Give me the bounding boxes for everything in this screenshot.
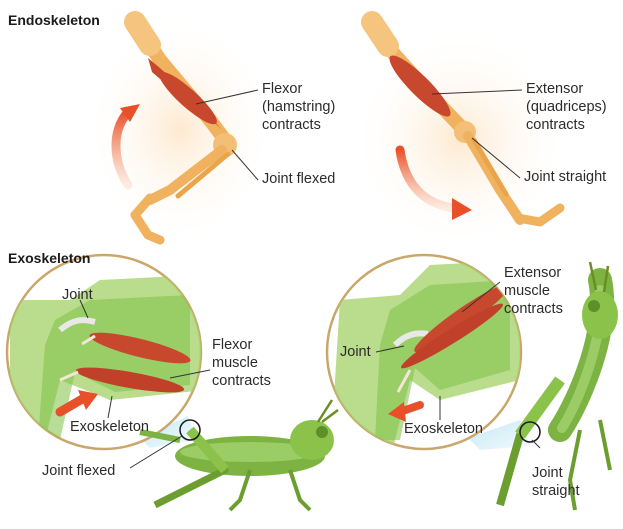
exo-joint-label-left: Joint	[62, 286, 93, 304]
exoskeleton-label-right: Exoskeleton	[404, 420, 483, 438]
endo-leg-straight	[350, 22, 570, 250]
joint-straight-exo-label: Joint straight	[532, 464, 580, 500]
flexor-muscle-label: Flexor muscle contracts	[212, 336, 271, 390]
flexor-hamstring-label: Flexor (hamstring) contracts	[262, 80, 335, 134]
exoskeleton-heading: Exoskeleton	[8, 250, 90, 266]
endoskeleton-heading: Endoskeleton	[8, 12, 100, 28]
joint-straight-label: Joint straight	[524, 168, 606, 186]
exo-joint-label-right: Joint	[340, 343, 371, 361]
joint-flexed-exo-label: Joint flexed	[42, 462, 115, 480]
extensor-muscle-label: Extensor muscle contracts	[504, 264, 563, 318]
exoskeleton-label-left: Exoskeleton	[70, 418, 149, 436]
endo-leg-flexed	[85, 15, 275, 245]
extensor-quadriceps-label: Extensor (quadriceps) contracts	[526, 80, 607, 134]
joint-flexed-label: Joint flexed	[262, 170, 335, 188]
